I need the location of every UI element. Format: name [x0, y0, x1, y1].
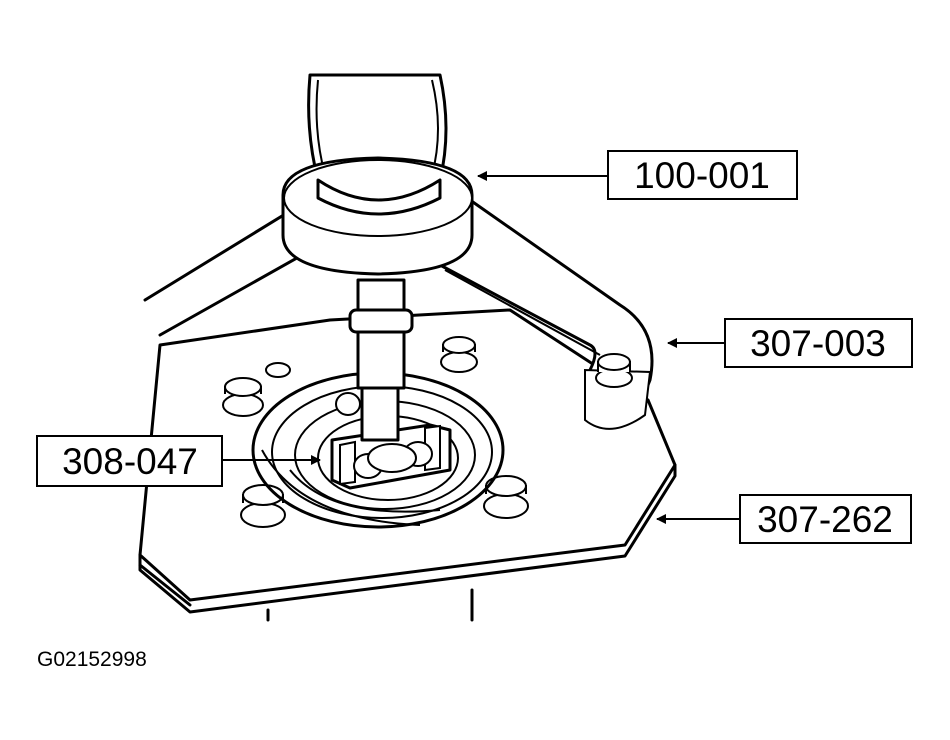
callout-307-262: 307-262: [739, 494, 912, 544]
figure-id: G02152998: [37, 648, 147, 671]
transmission-housing: [138, 563, 474, 622]
forcing-screw: [348, 278, 414, 442]
plate-bolts: [222, 336, 529, 528]
callout-307-003: 307-003: [724, 318, 913, 368]
bolt-head-icon: [240, 484, 286, 528]
slide-hammer: [281, 73, 474, 276]
bolt-head-icon: [595, 353, 633, 388]
callout-label: 308-047: [62, 441, 198, 482]
bolt-head-icon: [440, 336, 478, 373]
callout-100-001: 100-001: [607, 150, 798, 200]
puller-arms: [143, 198, 654, 430]
callout-label: 307-262: [757, 499, 893, 540]
callout-label: 100-001: [634, 155, 770, 196]
leader-arrows: [222, 171, 740, 524]
bolt-head-icon: [483, 475, 529, 519]
callout-308-047: 308-047: [36, 435, 223, 487]
bolt-head-icon: [222, 377, 264, 417]
callout-label: 307-003: [750, 323, 886, 364]
